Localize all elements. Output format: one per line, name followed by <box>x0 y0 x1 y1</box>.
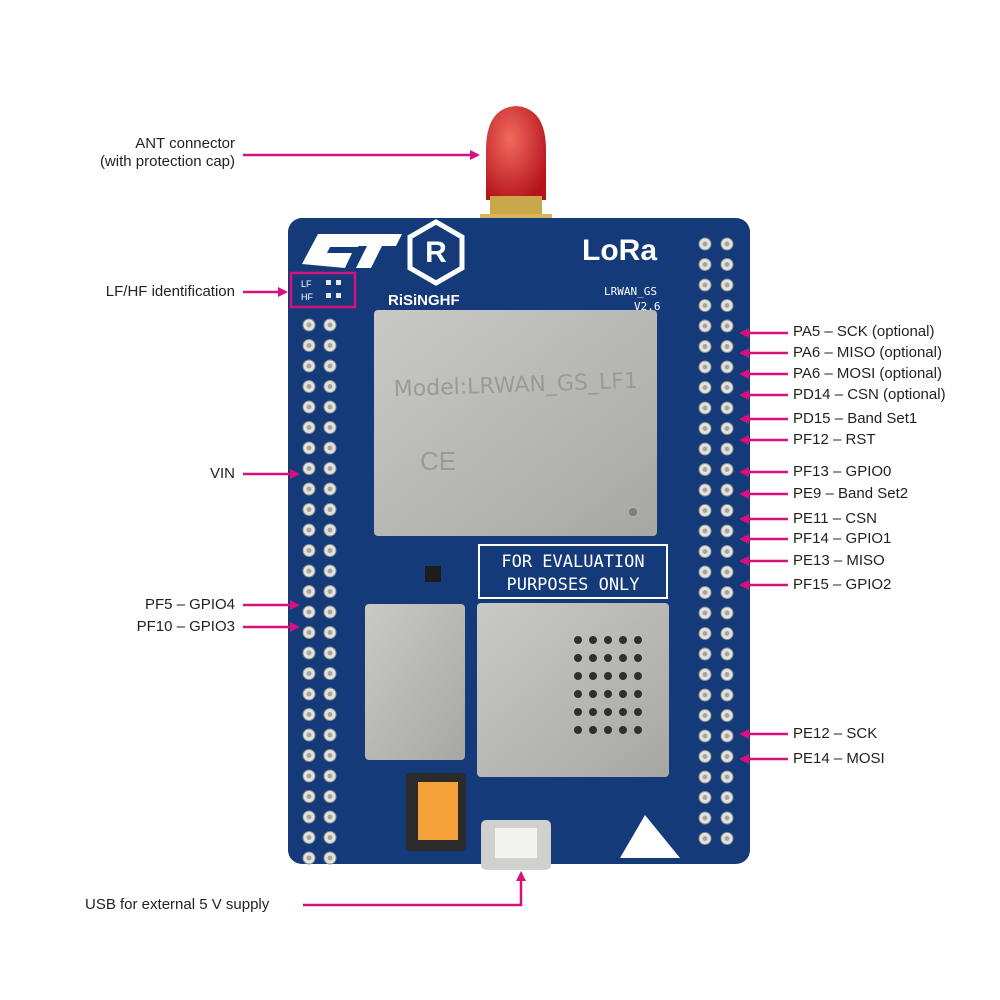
label-vin: VIN <box>209 465 235 482</box>
label-right-12: PE12 – SCK <box>793 725 878 742</box>
brand-text: RiSiNGHF <box>388 292 460 309</box>
label-right-9: PF14 – GPIO1 <box>793 530 892 547</box>
usb-connector <box>481 820 551 870</box>
lower-right-shield <box>477 603 669 777</box>
lfhf-marking: LF HF <box>289 271 357 309</box>
label-lfhf-identification: LF/HF identification <box>105 283 235 300</box>
svg-text:PURPOSES ONLY: PURPOSES ONLY <box>506 575 639 595</box>
label-right-13: PE14 – MOSI <box>793 750 885 767</box>
label-ant-connector: ANT connector (with protection cap) <box>99 135 235 170</box>
svg-text:R: R <box>425 236 447 269</box>
svg-text:FOR EVALUATION: FOR EVALUATION <box>501 552 644 572</box>
label-right-7: PE9 – Band Set2 <box>793 485 909 502</box>
label-pf10: PF10 – GPIO3 <box>136 618 235 635</box>
evaluation-label: FOR EVALUATION PURPOSES ONLY <box>478 544 668 599</box>
callout-arrows <box>243 150 526 907</box>
lora-module-shield: Model:LRWAN_GS_LF1 CE <box>374 310 657 536</box>
svg-text:HF: HF <box>301 292 313 302</box>
lower-left-shield <box>365 604 465 760</box>
label-right-1: PA6 – MISO (optional) <box>793 344 942 361</box>
svg-text:CE: CE <box>420 446 456 476</box>
label-right-10: PE13 – MISO <box>793 552 885 569</box>
label-right-4: PD15 – Band Set1 <box>793 410 918 427</box>
esd-warning-icon <box>620 815 680 858</box>
model-name: LRWAN_GS <box>604 285 657 298</box>
label-right-6: PF13 – GPIO0 <box>793 463 892 480</box>
capacitor <box>406 773 466 851</box>
label-right-8: PE11 – CSN <box>793 510 877 527</box>
label-right-2: PA6 – MOSI (optional) <box>793 365 942 382</box>
label-right-0: PA5 – SCK (optional) <box>793 323 935 340</box>
right-pin-header <box>698 237 734 845</box>
label-right-5: PF12 – RST <box>793 431 876 448</box>
label-right-3: PD14 – CSN (optional) <box>793 386 946 403</box>
lora-logo: LoRa <box>582 234 657 267</box>
st-logo <box>302 234 402 268</box>
risinghf-logo: R <box>407 219 465 286</box>
version-text: V2.6 <box>634 300 661 313</box>
label-pf5: PF5 – GPIO4 <box>144 596 235 613</box>
small-ic <box>425 566 441 582</box>
left-pin-header <box>302 318 337 865</box>
label-right-11: PF15 – GPIO2 <box>793 576 892 593</box>
label-usb-supply: USB for external 5 V supply <box>85 896 270 913</box>
svg-text:LF: LF <box>301 279 312 289</box>
